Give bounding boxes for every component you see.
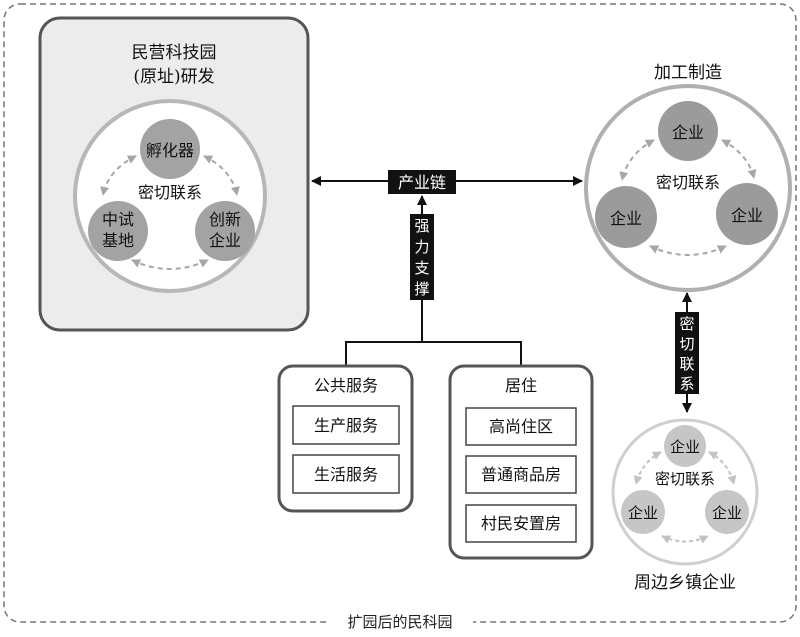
close-link-char-3: 联 [679,355,694,373]
township-cluster: 企业 企业 企业 密切联系 周边乡镇企业 [611,418,759,593]
manufacturing-link-bottom [649,245,727,256]
support-label-bg [410,214,434,300]
close-link-char-4: 系 [679,375,694,393]
manufacturing-node-right [716,183,778,245]
public-service-item-2 [292,454,400,494]
public-service-item-1 [292,405,400,445]
park-title-line2: (原址)研发 [133,67,214,87]
township-title: 周边乡镇企业 [634,573,736,593]
manufacturing-node-top-label: 企业 [672,123,704,142]
manufacturing-node-top [658,101,718,161]
support-char-4: 撑 [414,280,429,298]
manufacturing-node-left-label: 企业 [610,209,642,228]
park-node-left-label2: 基地 [102,231,134,250]
public-service-item-2-label: 生活服务 [314,465,378,484]
support-char-3: 支 [414,259,429,277]
residence-item-3 [465,504,577,543]
manufacturing-link-left [619,139,655,181]
park-node-top-label: 孵化器 [146,141,194,160]
park-node-innovation [195,201,255,261]
close-link-char-1: 密 [679,315,694,333]
residence-item-2 [465,455,577,494]
township-link-bottom [661,535,709,544]
township-node-left-label: 企业 [628,504,658,522]
park-link-right [203,155,240,196]
residence-item-1-label: 高尚住区 [489,417,553,436]
township-node-top [664,425,706,467]
township-node-top-label: 企业 [670,438,700,456]
residence-item-3-label: 村民安置房 [481,514,561,533]
park-link-bottom [131,259,209,270]
support-char-2: 力 [414,238,429,256]
park-center-label: 密切联系 [138,183,202,202]
park-node-right-label1: 创新 [209,210,241,229]
township-link-left [633,451,662,485]
industry-chain-label-bg [388,170,456,194]
manufacturing-link-right [721,139,757,179]
manufacturing-center-label: 密切联系 [656,173,720,192]
park-box: 民营科技园 (原址)研发 孵化器 中试 基地 创新 企业 密切联系 [38,16,310,332]
manufacturing-node-left [595,186,657,248]
park-title-line1: 民营科技园 [132,43,217,63]
outer-label: 扩园后的民科园 [347,613,452,631]
residence-title: 居住 [505,376,537,395]
park-node-left-label1: 中试 [102,210,134,229]
public-service-box: 公共服务 生产服务 生活服务 [277,364,414,513]
park-node-pilot-base [88,201,148,261]
township-node-right-label: 企业 [712,504,742,522]
public-service-item-1-label: 生产服务 [314,416,378,435]
manufacturing-node-right-label: 企业 [731,206,763,225]
park-node-right-label2: 企业 [209,231,241,250]
township-node-left [621,490,665,534]
residence-item-2-label: 普通商品房 [481,465,561,484]
residence-item-1 [465,407,577,446]
manufacturing-title: 加工制造 [654,63,722,83]
park-link-left [100,155,137,196]
township-node-right [705,490,749,534]
residence-box: 居住 高尚住区 普通商品房 村民安置房 [448,364,594,560]
public-service-title: 公共服务 [314,376,378,395]
outer-label-bg [327,610,473,632]
manufacturing-cluster: 加工制造 企业 企业 企业 密切联系 [584,63,792,292]
park-node-incubator [140,119,200,179]
support-char-1: 强 [414,217,429,235]
industry-chain-label: 产业链 [398,173,446,192]
township-center-label: 密切联系 [655,470,715,488]
township-link-right [708,451,737,485]
support-bracket [345,341,522,366]
close-link-char-2: 切 [679,335,694,353]
close-link-label-bg [675,312,699,394]
